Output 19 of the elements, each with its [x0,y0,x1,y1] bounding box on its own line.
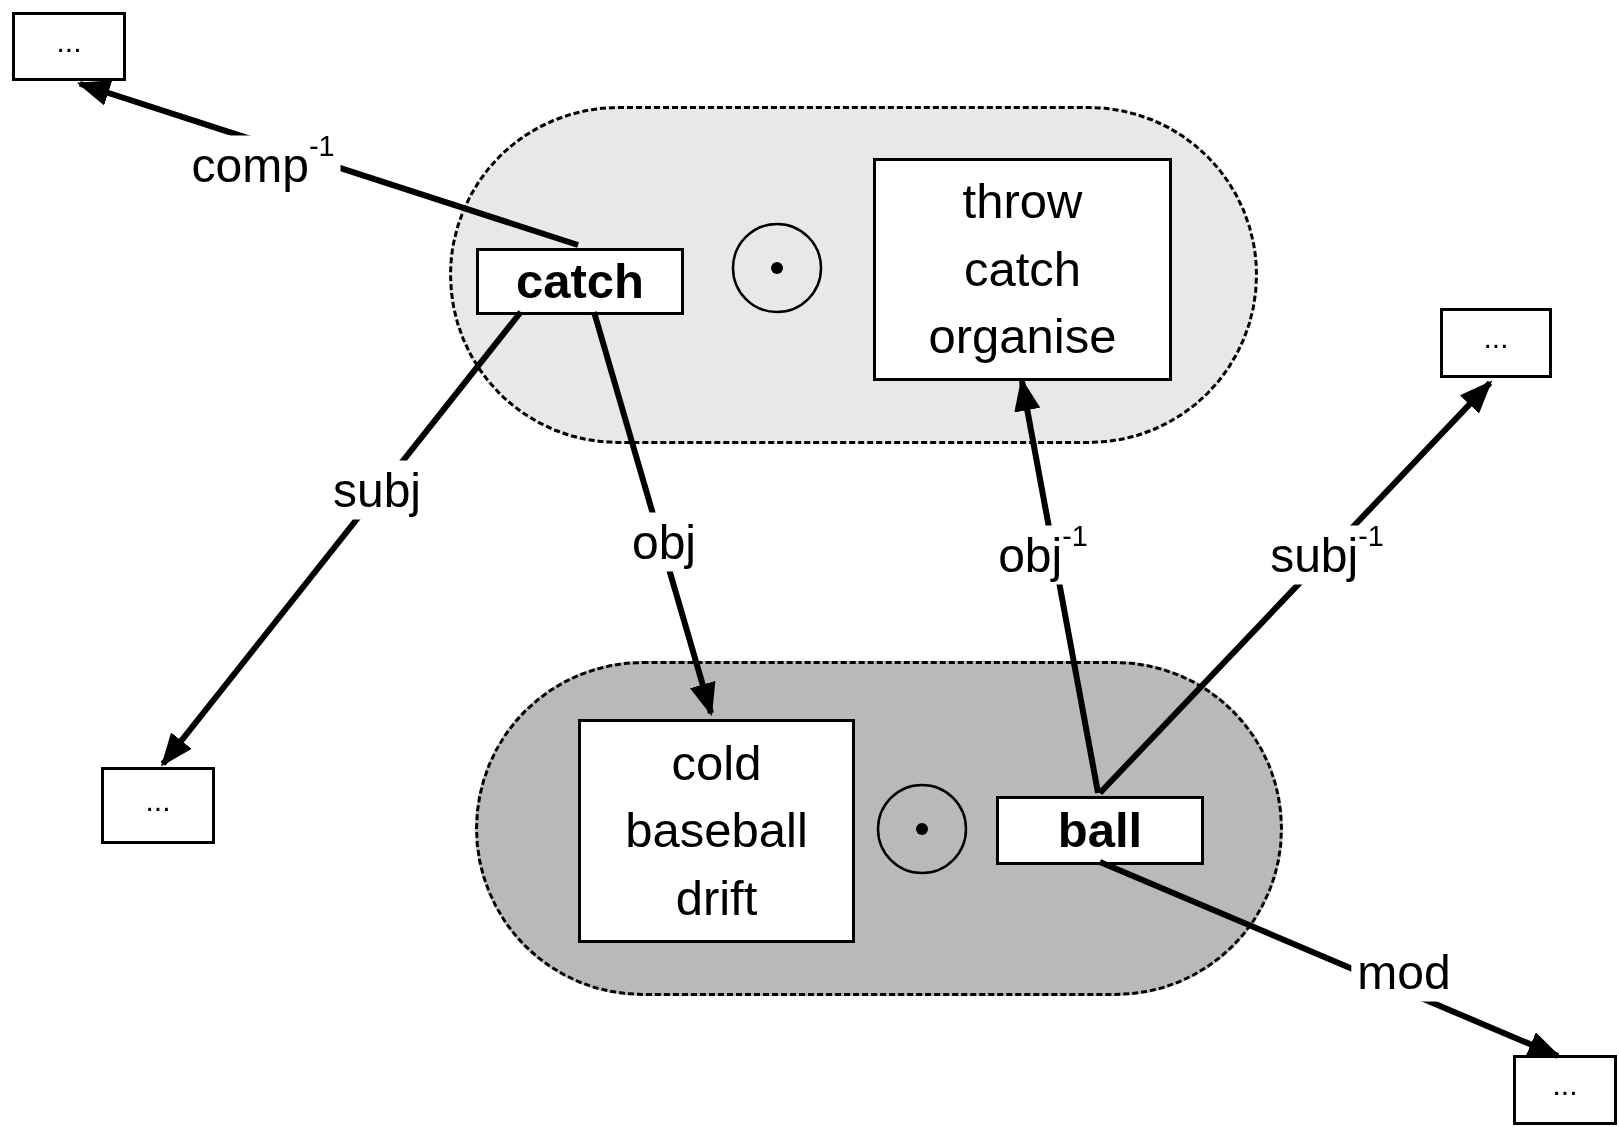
word-box [101,767,215,844]
word-box [476,248,684,315]
node-text: ball [1057,801,1143,859]
node-text: ... [1483,323,1509,356]
node-text: throw catch organise [927,173,1118,366]
node-text: ... [145,785,171,819]
node-text: cold baseball drift [624,734,809,927]
word-box [996,796,1204,865]
circled-dot-symbol [876,783,968,875]
arrow [160,310,524,767]
node-text: ... [1552,1070,1578,1103]
word-box [873,158,1172,381]
circled-dot-symbol [731,222,823,314]
word-box [1513,1055,1617,1125]
node-text: catch [516,252,644,310]
word-box [1440,308,1552,378]
word-box [12,12,126,81]
node-text: ... [56,26,82,60]
word-box [578,719,855,943]
